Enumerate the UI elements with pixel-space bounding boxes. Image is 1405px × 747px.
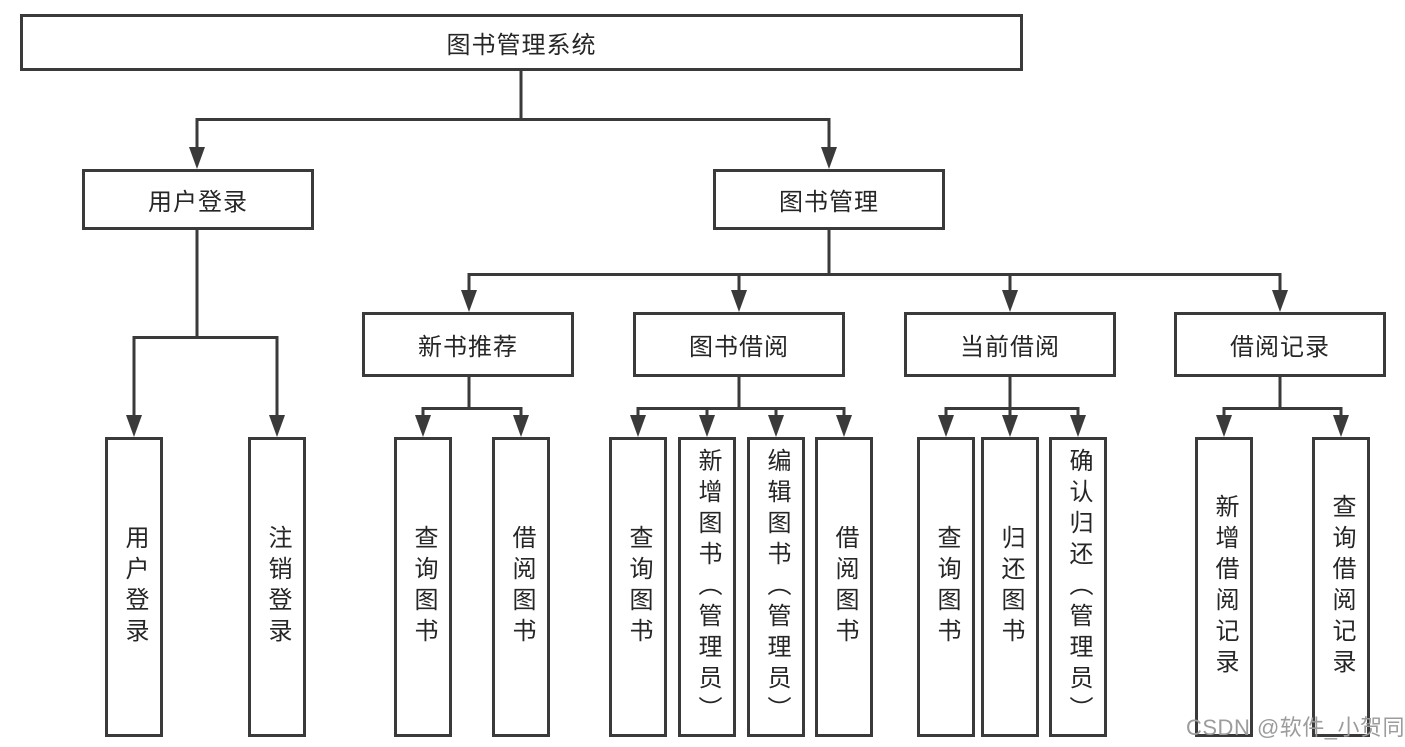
- leaf-user-login: 用户登录: [105, 437, 163, 737]
- csdn-watermark: CSDN @软件_小贺同学: [1186, 715, 1405, 740]
- leaf-borrow-books-label: 借阅图书: [831, 525, 858, 649]
- leaf-query-books-borrow-label: 查询图书: [625, 525, 652, 649]
- leaf-query-books-current-label: 查询图书: [933, 525, 960, 649]
- node-user-login: 用户登录: [82, 169, 314, 230]
- leaf-borrow-books: 借阅图书: [815, 437, 873, 737]
- node-library-system: 图书管理系统: [20, 14, 1023, 71]
- leaf-user-login-label: 用户登录: [121, 525, 148, 649]
- node-borrow-records: 借阅记录: [1174, 312, 1386, 377]
- leaf-add-borrow-record: 新增借阅记录: [1195, 437, 1253, 737]
- leaf-query-borrow-record-label: 查询借阅记录: [1328, 494, 1355, 680]
- leaf-query-books-borrow: 查询图书: [609, 437, 667, 737]
- leaf-query-books-current: 查询图书: [917, 437, 975, 737]
- node-current-borrow: 当前借阅: [904, 312, 1116, 377]
- leaf-edit-books-admin-label: 编辑图书（管理员）: [763, 447, 790, 727]
- node-book-borrow-label: 图书借阅: [689, 334, 789, 361]
- node-book-management-label: 图书管理: [779, 189, 879, 216]
- leaf-logout: 注销登录: [248, 437, 306, 737]
- arrowhead-icons: [126, 147, 1349, 437]
- node-borrow-records-label: 借阅记录: [1230, 334, 1330, 361]
- leaf-confirm-return-admin: 确认归还（管理员）: [1049, 437, 1107, 737]
- leaf-add-books-admin-label: 新增图书（管理员）: [694, 447, 721, 727]
- leaf-borrow-books-recommend-label: 借阅图书: [508, 525, 535, 649]
- node-book-borrow: 图书借阅: [633, 312, 845, 377]
- node-user-login-label: 用户登录: [148, 189, 248, 216]
- node-new-book-recommend: 新书推荐: [362, 312, 574, 377]
- leaf-query-borrow-record: 查询借阅记录: [1312, 437, 1370, 737]
- leaf-edit-books-admin: 编辑图书（管理员）: [747, 437, 805, 737]
- leaf-add-books-admin: 新增图书（管理员）: [678, 437, 736, 737]
- node-current-borrow-label: 当前借阅: [960, 334, 1060, 361]
- leaf-borrow-books-recommend: 借阅图书: [492, 437, 550, 737]
- leaf-return-books: 归还图书: [981, 437, 1039, 737]
- leaf-add-borrow-record-label: 新增借阅记录: [1211, 494, 1238, 680]
- leaf-query-books-recommend: 查询图书: [394, 437, 452, 737]
- node-book-management: 图书管理: [713, 169, 945, 230]
- node-new-book-recommend-label: 新书推荐: [418, 334, 518, 361]
- node-library-system-label: 图书管理系统: [446, 32, 597, 59]
- leaf-return-books-label: 归还图书: [997, 525, 1024, 649]
- leaf-query-books-recommend-label: 查询图书: [410, 525, 437, 649]
- leaf-logout-label: 注销登录: [264, 525, 291, 649]
- leaf-confirm-return-admin-label: 确认归还（管理员）: [1065, 447, 1092, 727]
